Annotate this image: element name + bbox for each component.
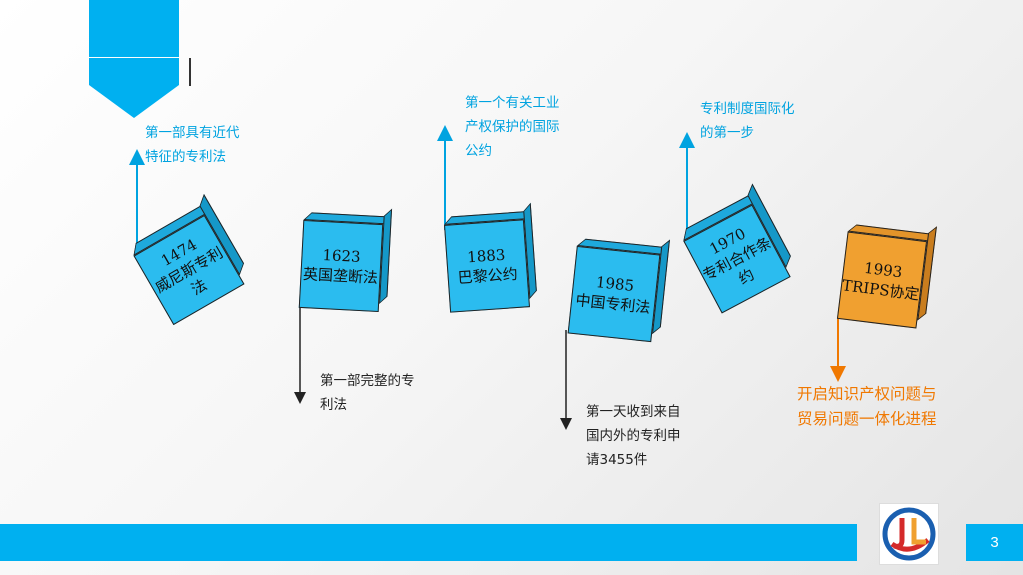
page-number: 3 [966, 524, 1023, 561]
milestone-1993: 1993 TRIPS协定 [836, 224, 937, 329]
milestone-name: 英国垄断法 [302, 265, 379, 287]
milestone-1985: 1985 中国专利法 [567, 238, 670, 343]
corner-divider [189, 58, 191, 86]
milestone-name: TRIPS协定 [841, 276, 921, 304]
note-1970: 专利制度国际化 的第一步 [700, 101, 795, 141]
note-1474: 第一部具有近代 特征的专利法 [145, 125, 240, 165]
milestone-1883: 1883 巴黎公约 [444, 202, 537, 313]
milestone-name: 中国专利法 [574, 291, 652, 317]
milestone-name: 巴黎公约 [457, 264, 519, 288]
note-1985: 第一天收到来自 国内外的专利申 请3455件 [586, 404, 681, 468]
note-1883: 第一个有关工业 产权保护的国际 公约 [465, 95, 560, 159]
logo-icon [879, 503, 939, 565]
milestone-year: 1623 [321, 246, 362, 267]
milestone-1623: 1623 英国垄断法 [298, 208, 393, 313]
note-1993: 开启知识产权问题与 贸易问题一体化进程 [797, 385, 937, 428]
milestone-year: 1883 [466, 245, 506, 267]
corner-tab [89, 0, 179, 57]
footer-bar [0, 524, 857, 561]
note-1623: 第一部完整的专 利法 [320, 373, 415, 413]
